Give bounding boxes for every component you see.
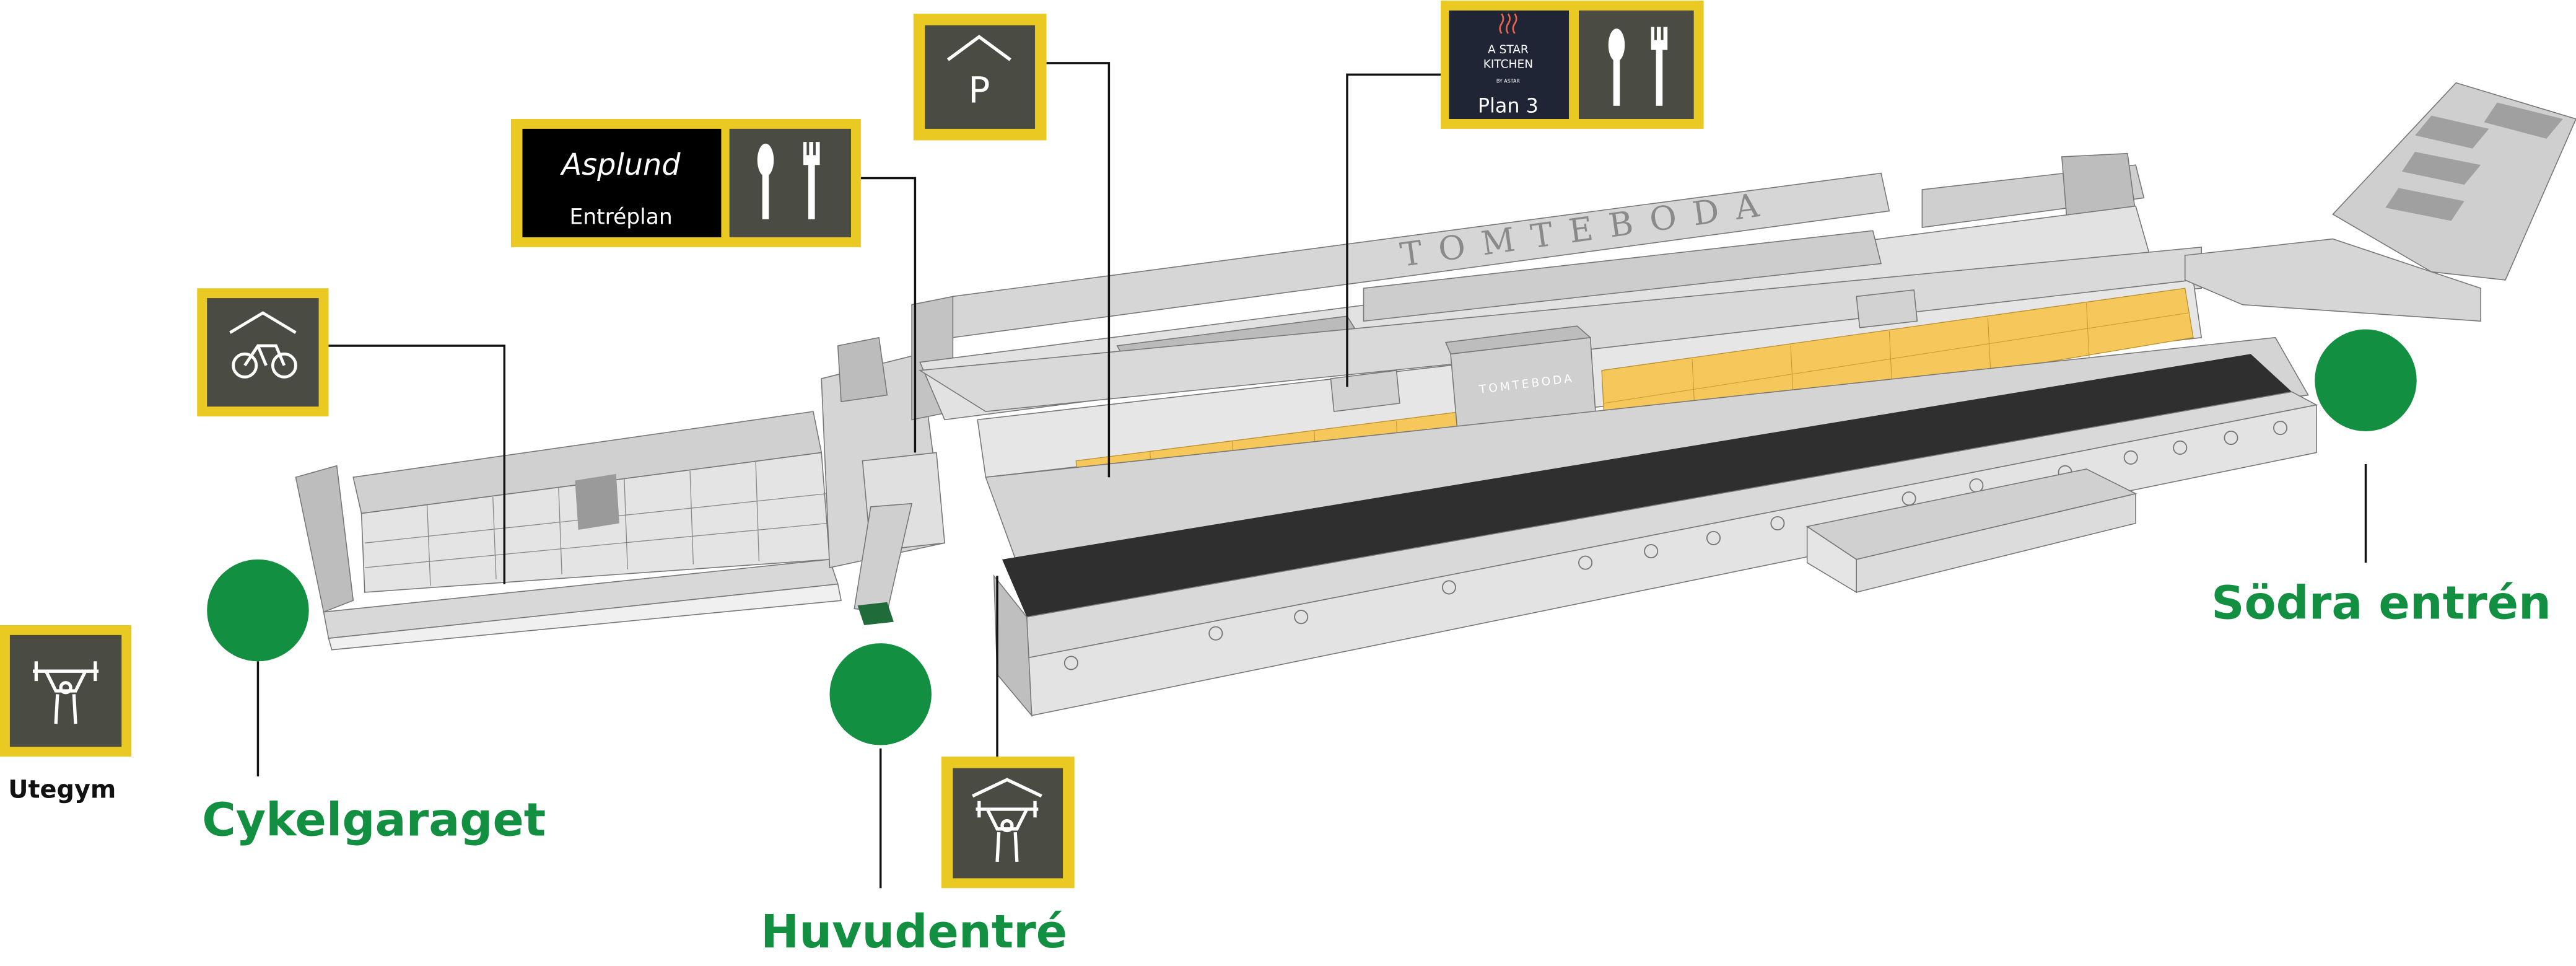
gym-badge[interactable] — [941, 757, 1075, 889]
entrance-huvudentre[interactable]: Huvudentré — [761, 643, 1067, 959]
spoon-fork-icon — [1608, 27, 1668, 106]
indoor-gym-icon — [972, 778, 1042, 863]
parking-letter: P — [968, 69, 990, 111]
entrance-cykelgaraget[interactable]: Cykelgaraget — [202, 559, 546, 847]
entrance-marker[interactable] — [829, 643, 932, 745]
entrance-sodra[interactable]: Södra entrén — [2211, 329, 2551, 630]
steam-icon — [1499, 13, 1517, 34]
astar-floor: Plan 3 — [1478, 94, 1539, 117]
connector-lines — [256, 62, 2367, 889]
utegym-label: Utegym — [8, 775, 116, 804]
entrance-label: Cykelgaraget — [202, 793, 546, 846]
left-wing-grid — [364, 460, 828, 586]
astar-logo-line1: A STAR — [1488, 43, 1529, 56]
right-wing-roof-lights — [2385, 102, 2563, 221]
asplund-floor: Entréplan — [570, 205, 673, 230]
outdoor-gym-icon — [33, 661, 99, 724]
astar-logo-sub: BY ASTAR — [1496, 79, 1521, 84]
parking-garage-icon — [946, 35, 1011, 61]
entrance-label: Södra entrén — [2211, 576, 2551, 630]
track-area — [1002, 354, 2292, 617]
asplund-logo: Asplund — [560, 148, 681, 182]
astar-logo-line2: KITCHEN — [1483, 58, 1533, 71]
astar-kitchen-badge[interactable]: A STAR KITCHEN BY ASTAR Plan 3 — [1441, 1, 1704, 129]
bike-garage-badge[interactable] — [197, 288, 329, 417]
entrance-label: Huvudentré — [761, 905, 1067, 959]
asplund-restaurant-badge[interactable]: Asplund Entréplan — [510, 118, 861, 247]
entrance-marker[interactable] — [2315, 329, 2417, 431]
bike-garage-icon — [229, 311, 297, 379]
entrance-marker[interactable] — [207, 559, 309, 662]
utegym-badge[interactable]: Utegym — [0, 625, 132, 804]
parking-badge[interactable]: P — [913, 14, 1047, 141]
spoon-fork-icon — [757, 142, 820, 219]
